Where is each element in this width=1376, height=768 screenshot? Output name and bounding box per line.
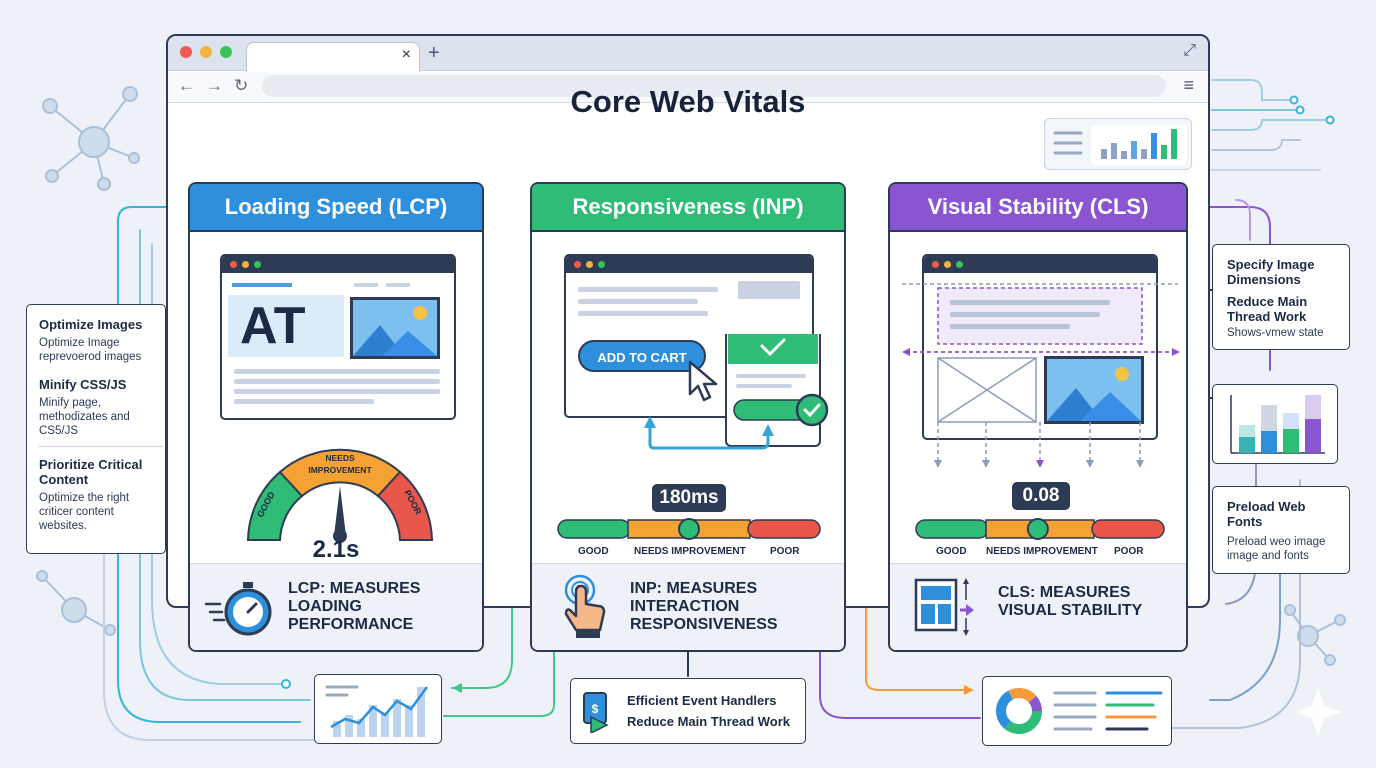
inp-scale-marker [678, 518, 700, 540]
lcp-hero-text: AT [240, 297, 306, 355]
browser-tab[interactable]: × [246, 42, 420, 72]
line-chart-card [314, 674, 442, 744]
mini-bar-chart-card [1212, 384, 1338, 464]
optimization-tips-card: Optimize Images Optimize Image reprevoer… [26, 304, 166, 554]
panel-inp-header: Responsiveness (INP) [532, 184, 844, 232]
lcp-content-illustration [228, 283, 440, 404]
cls-tips-card: Specify Image Dimensions Reduce Main Thr… [1212, 244, 1350, 350]
forward-icon[interactable]: → [206, 76, 223, 95]
gauge-needs-label-1: NEEDS [325, 453, 355, 463]
tip-prioritize-sub-3: websites. [39, 520, 87, 532]
inp-value: 180ms [652, 484, 726, 512]
minimize-window-dot[interactable] [200, 46, 212, 58]
inp-scale [557, 518, 821, 540]
event-handlers-card: $ Efficient Event Handlers Reduce Main T… [570, 678, 806, 744]
tip-prioritize-sub-2: criticer content [39, 506, 114, 518]
cls-footer: CLS: MEASURES VISUAL STABILITY [890, 563, 1186, 650]
tip-minify-sub-2: methodizates and [39, 411, 130, 423]
code-file-icon: $ [583, 692, 609, 733]
tip-image-dimensions-1: Specify Image [1227, 257, 1315, 272]
inp-scale-good: GOOD [578, 546, 609, 557]
layout-shift-icon [914, 578, 974, 636]
mini-bar-chart-icon [1230, 395, 1325, 454]
cls-value: 0.08 [1012, 482, 1070, 510]
inp-interaction-illustration [644, 334, 829, 450]
back-icon[interactable]: ← [178, 76, 195, 95]
cls-scale-needs: NEEDS IMPROVEMENT [986, 546, 1098, 557]
cls-footer-line-1: CLS: MEASURES [998, 584, 1131, 601]
donut-chart-card [982, 676, 1172, 746]
tip-preload-fonts-1: Preload Web [1227, 499, 1306, 514]
panel-lcp: Loading Speed (LCP) AT GOOD NEEDS IMPROV… [188, 182, 484, 652]
tip-prioritize-sub-1: Optimize the right [39, 492, 130, 504]
stopwatch-icon [204, 582, 272, 636]
tip-minify-sub-1: Minify page, [39, 397, 102, 409]
svg-text:$: $ [592, 702, 599, 716]
panel-inp: Responsiveness (INP) ADD TO CART 180ms G… [530, 182, 846, 652]
tip-optimize-images-title: Optimize Images [39, 317, 143, 332]
inp-footer-line-1: INP: MEASURES [630, 580, 758, 597]
cls-footer-text: CLS: MEASURES VISUAL STABILITY [998, 584, 1142, 620]
cls-footer-line-2: VISUAL STABILITY [998, 602, 1143, 619]
lcp-footer-line-1: LCP: MEASURES [288, 580, 421, 597]
area-chart-icon [325, 685, 429, 737]
cls-scale-marker [1026, 518, 1049, 540]
tab-bar: × + ⤢ [168, 36, 1208, 72]
expand-icon[interactable]: ⤢ [1183, 42, 1196, 59]
tip-preload-fonts-2: Fonts [1227, 514, 1263, 529]
dashboard-widget [1044, 118, 1192, 170]
tip-preload-fonts-sub-2: image and fonts [1227, 550, 1309, 562]
inp-scale-poor: POOR [770, 546, 800, 557]
panel-lcp-header: Loading Speed (LCP) [190, 184, 482, 232]
reduce-thread-line: Reduce Main Thread Work [627, 714, 791, 729]
inp-footer-text: INP: MEASURES INTERACTION RESPONSIVENESS [630, 580, 778, 634]
page-title: Core Web Vitals [570, 84, 806, 119]
lcp-page-mockup: AT [220, 254, 456, 420]
new-tab-icon[interactable]: + [428, 42, 440, 64]
address-bar[interactable] [262, 75, 1166, 97]
donut-chart-icon [996, 688, 1163, 734]
tab-close-icon[interactable]: × [401, 46, 411, 63]
tip-preload-fonts-sub-1: Preload weo image [1227, 536, 1326, 548]
font-tips-card: Preload Web Fonts Preload weo image imag… [1212, 486, 1350, 574]
tip-reduce-thread-1: Reduce Main [1227, 294, 1308, 309]
tip-minify-title: Minify CSS/JS [39, 377, 127, 392]
close-window-dot[interactable] [180, 46, 192, 58]
inp-footer-line-2: INTERACTION [630, 598, 740, 615]
bar-chart-icon [1053, 125, 1187, 165]
inp-scale-needs: NEEDS IMPROVEMENT [634, 546, 746, 557]
tip-reduce-thread-sub: Shows-vmew state [1227, 327, 1324, 339]
menu-icon[interactable]: ≡ [1183, 75, 1194, 95]
maximize-window-dot[interactable] [220, 46, 232, 58]
lcp-gauge: GOOD NEEDS IMPROVEMENT POOR [246, 448, 434, 543]
tip-reduce-thread-2: Thread Work [1227, 309, 1307, 324]
tap-hand-icon [564, 574, 606, 638]
lcp-footer-text: LCP: MEASURES LOADING PERFORMANCE [288, 580, 420, 634]
cls-scale [915, 518, 1165, 540]
panel-cls-header: Visual Stability (CLS) [890, 184, 1186, 232]
lcp-value: 2.1s [312, 536, 360, 563]
cls-scale-poor: POOR [1114, 546, 1144, 557]
nav-bar: ← → ↻ ≡ [168, 72, 1208, 103]
panel-cls: Visual Stability (CLS) 0.08 GOOD NEEDS I… [888, 182, 1188, 652]
cls-layout-illustration [902, 283, 1180, 468]
lcp-footer: LCP: MEASURES LOADING PERFORMANCE [190, 563, 482, 650]
event-handlers-line: Efficient Event Handlers [627, 693, 777, 708]
lcp-footer-line-2: LOADING [288, 598, 362, 615]
inp-footer-line-3: RESPONSIVENESS [630, 616, 778, 633]
tip-optimize-images-sub-2: reprevoerod images [39, 351, 142, 363]
lcp-footer-line-3: PERFORMANCE [288, 616, 414, 633]
inp-footer: INP: MEASURES INTERACTION RESPONSIVENESS [532, 563, 844, 650]
cls-scale-good: GOOD [936, 546, 967, 557]
add-to-cart-button[interactable]: ADD TO CART [578, 340, 706, 372]
tip-prioritize-title: Prioritize Critical Content [39, 457, 143, 487]
tip-image-dimensions-2: Dimensions [1227, 272, 1301, 287]
tip-minify-sub-3: CS5/JS [39, 425, 78, 437]
reload-icon[interactable]: ↻ [234, 76, 249, 95]
gauge-needs-label-2: IMPROVEMENT [308, 465, 372, 475]
inp-content-lines [578, 281, 800, 316]
tip-optimize-images-sub-1: Optimize Image [39, 337, 120, 349]
